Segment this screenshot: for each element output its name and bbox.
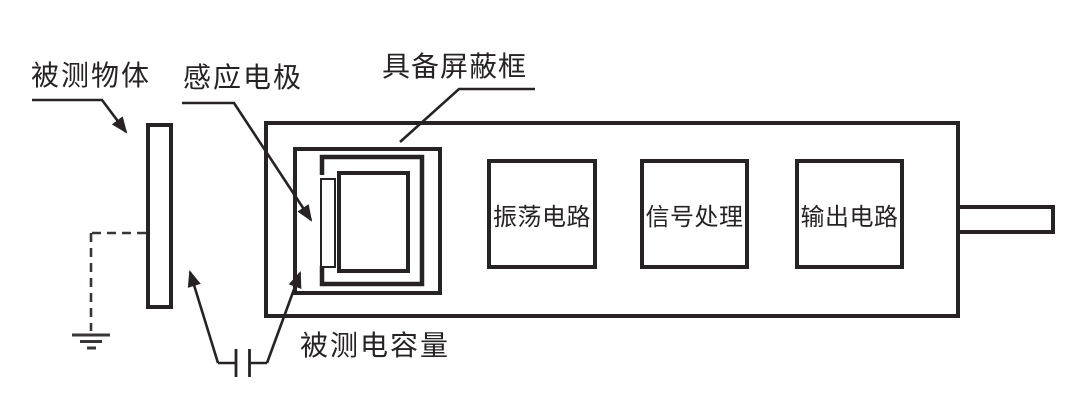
electrode-backing-plate	[337, 171, 410, 273]
oscillator-circuit-label: 振荡电路	[493, 203, 591, 231]
ground-connection	[72, 231, 146, 350]
measured-capacitance-callout: 被测电容量	[300, 330, 451, 361]
ground-icon	[72, 333, 110, 350]
target-object-plate	[146, 123, 173, 309]
output-circuit-block: 输出电路	[795, 159, 904, 269]
signal-processing-label: 信号处理	[645, 203, 744, 231]
oscillator-circuit-block: 振荡电路	[487, 159, 597, 269]
output-circuit-label: 输出电路	[800, 203, 899, 231]
shield-frame-callout: 具备屏蔽框	[382, 51, 528, 82]
sensing-electrode-callout: 感应电极	[183, 62, 304, 93]
shield-frame-outer-box	[293, 147, 442, 295]
signal-processing-block: 信号处理	[640, 159, 749, 269]
target-object-leader-line	[32, 98, 128, 134]
target-object-callout: 被测物体	[31, 60, 152, 91]
connector-stub	[956, 205, 1055, 234]
capacitor-lead-to-target	[187, 270, 220, 364]
sensing-electrode-plate	[320, 178, 336, 268]
